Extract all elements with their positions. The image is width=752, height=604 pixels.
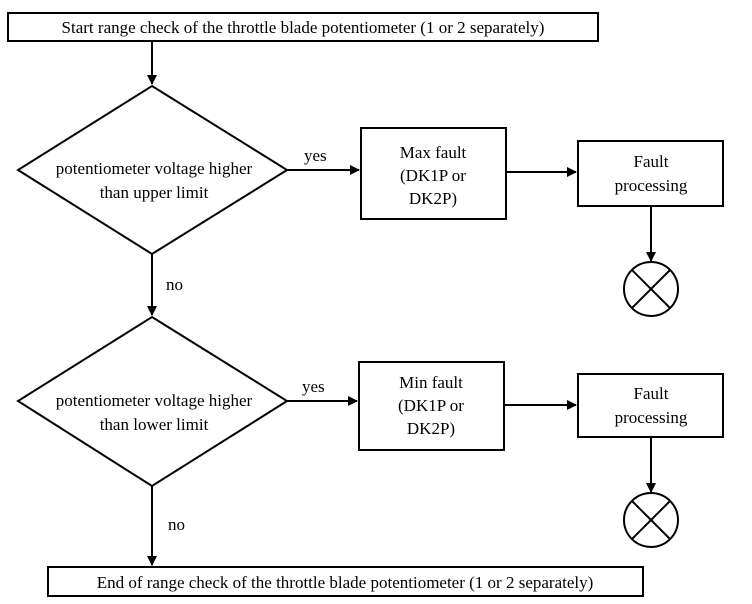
decision-upper-limit: potentiometer voltage higher than upper … bbox=[16, 84, 289, 256]
decision-upper-line1: potentiometer voltage higher bbox=[56, 159, 253, 178]
decision-upper-line2: than upper limit bbox=[100, 183, 209, 202]
max-fault-line3: DK2P) bbox=[409, 189, 457, 208]
edge-label-yes-lower: yes bbox=[302, 377, 325, 396]
fault-processing-node-1: Fault processing bbox=[577, 140, 724, 207]
fault-processing-2-line2: processing bbox=[615, 408, 688, 427]
terminator-1-icon bbox=[623, 261, 679, 317]
decision-lower-limit: potentiometer voltage higher than lower … bbox=[16, 315, 289, 488]
end-node: End of range check of the throttle blade… bbox=[47, 566, 644, 597]
start-node: Start range check of the throttle blade … bbox=[7, 12, 599, 42]
end-label: End of range check of the throttle blade… bbox=[97, 573, 594, 592]
decision-lower-line2: than lower limit bbox=[100, 415, 209, 434]
min-fault-line1: Min fault bbox=[399, 373, 463, 392]
decision-lower-line1: potentiometer voltage higher bbox=[56, 391, 253, 410]
fault-processing-2-line1: Fault bbox=[634, 384, 669, 403]
min-fault-line3: DK2P) bbox=[407, 419, 455, 438]
max-fault-line2: (DK1P or bbox=[400, 166, 466, 185]
min-fault-line2: (DK1P or bbox=[398, 396, 464, 415]
fault-processing-1-line2: processing bbox=[615, 176, 688, 195]
start-label: Start range check of the throttle blade … bbox=[62, 18, 545, 37]
fault-processing-1-line1: Fault bbox=[634, 152, 669, 171]
max-fault-node: Max fault (DK1P or DK2P) bbox=[360, 127, 507, 220]
min-fault-node: Min fault (DK1P or DK2P) bbox=[358, 361, 505, 451]
edge-label-yes-upper: yes bbox=[304, 146, 327, 165]
fault-processing-node-2: Fault processing bbox=[577, 373, 724, 438]
edge-label-no-upper: no bbox=[166, 275, 183, 294]
terminator-2-icon bbox=[623, 492, 679, 548]
edge-label-no-lower: no bbox=[168, 515, 185, 534]
max-fault-line1: Max fault bbox=[400, 143, 467, 162]
